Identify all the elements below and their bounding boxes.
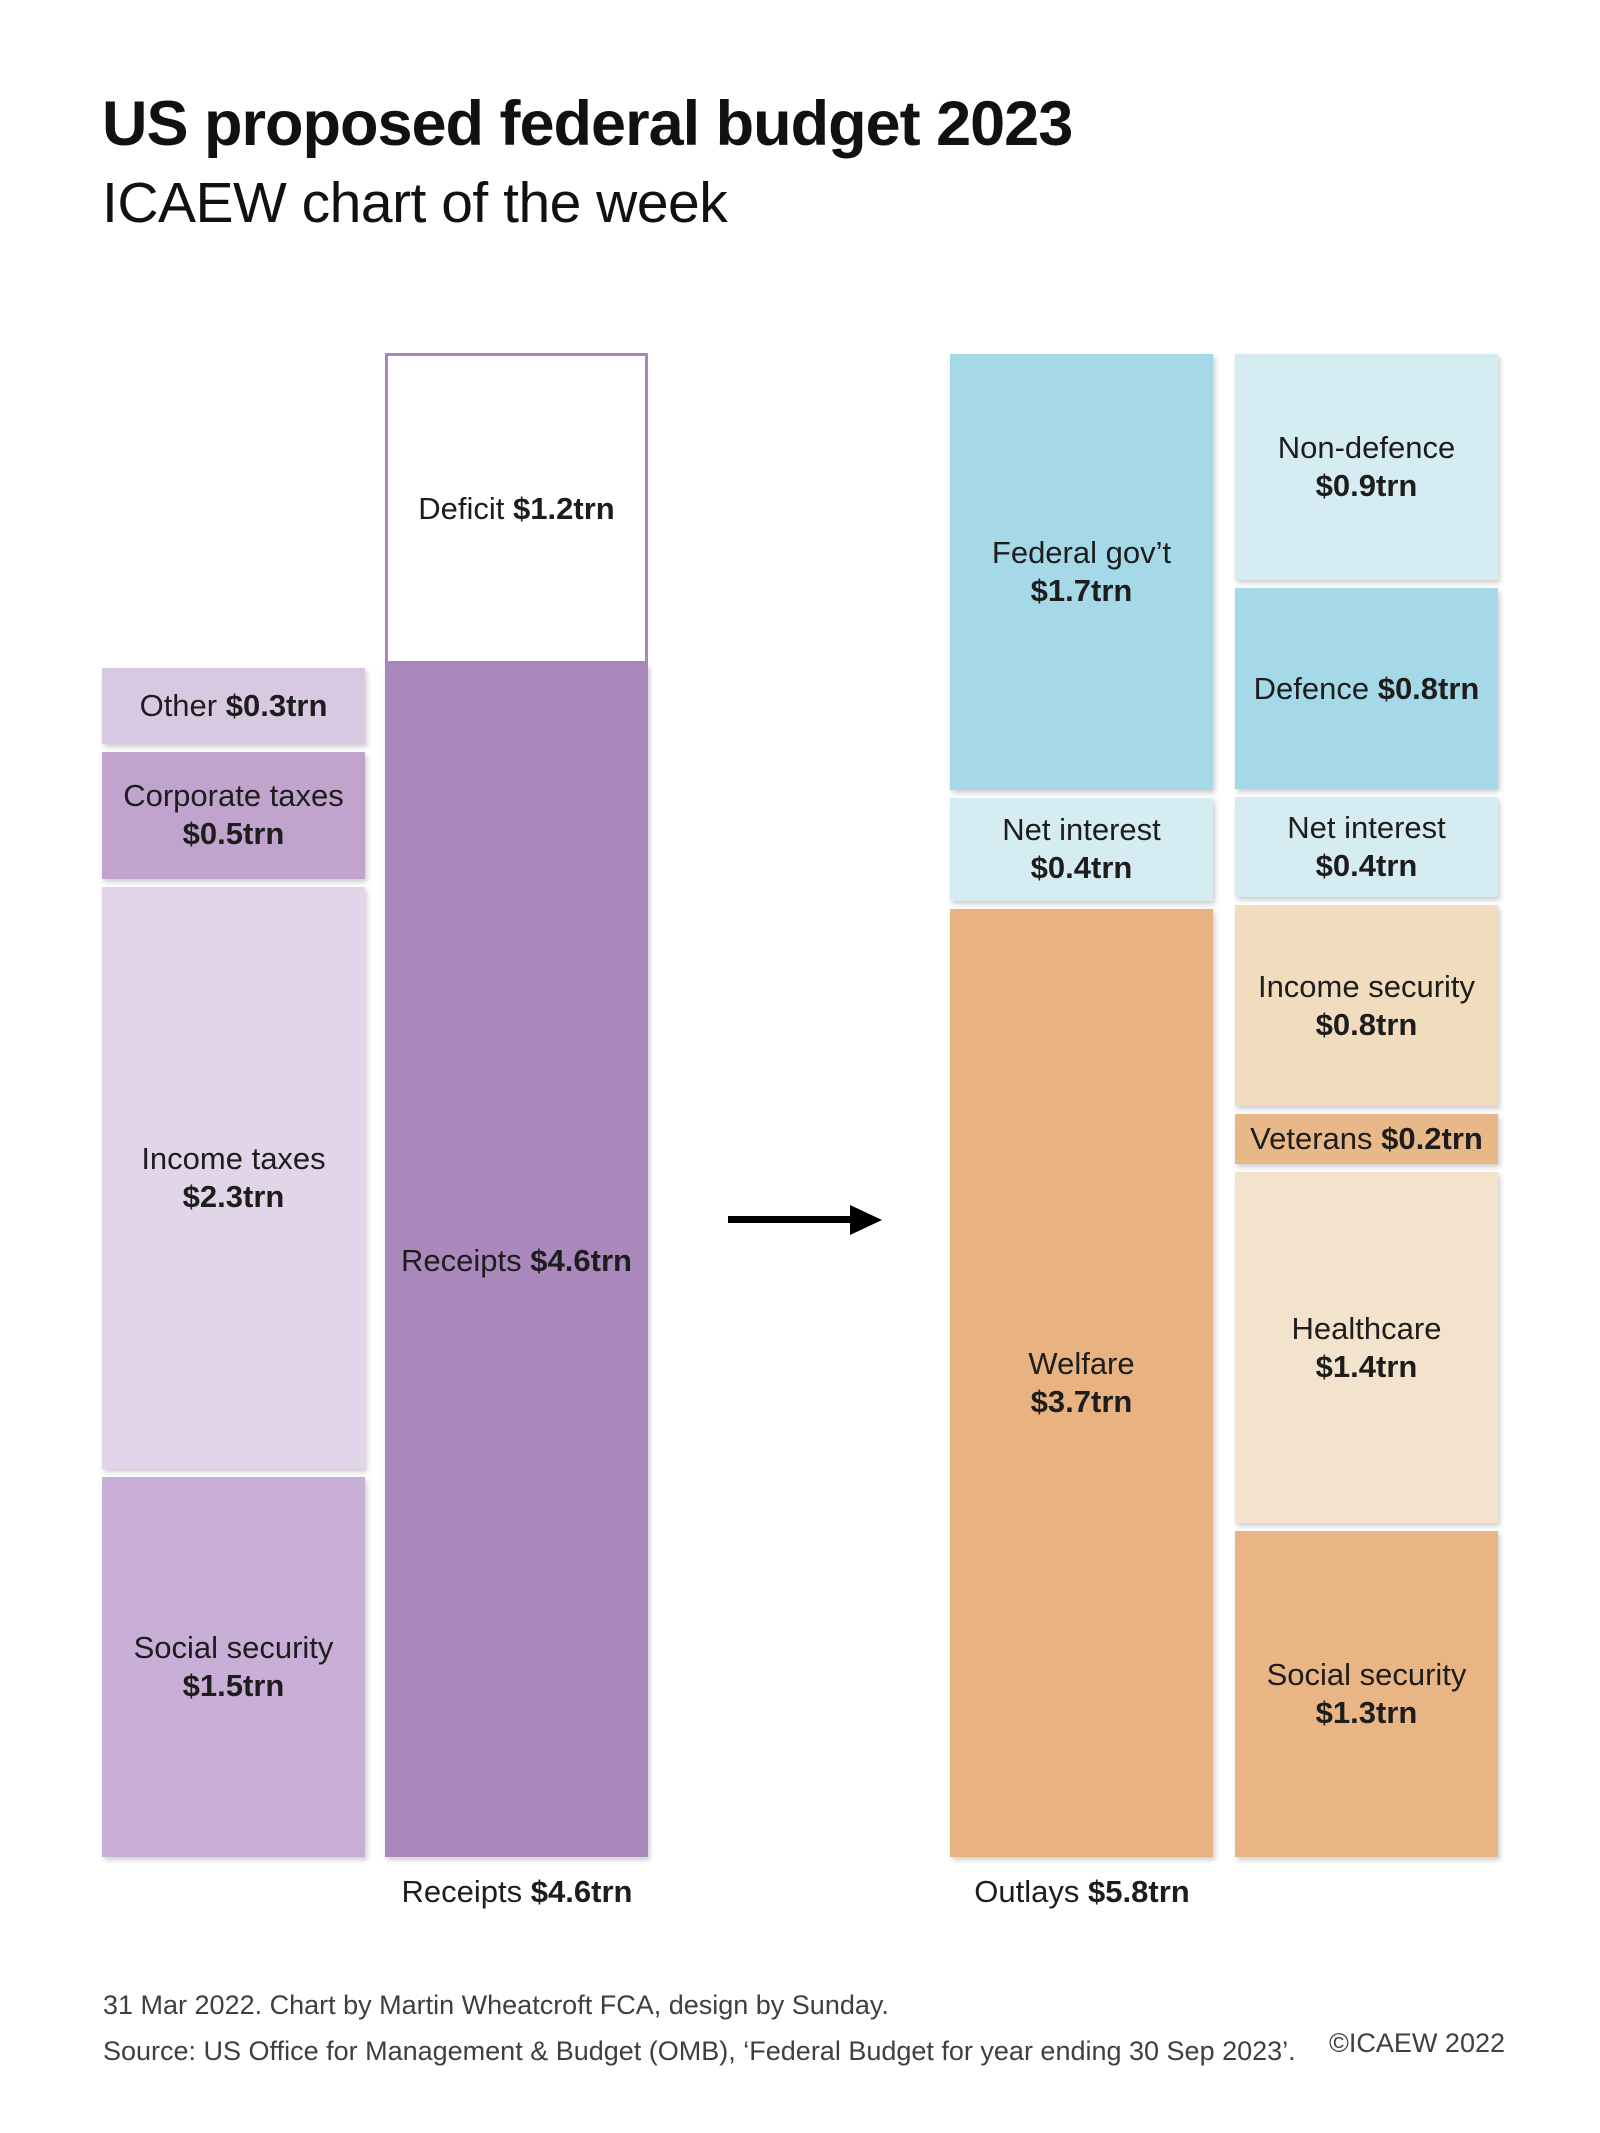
bar-segment-income-security: Income security$0.8trn: [1235, 905, 1498, 1106]
segment-label: Income security$0.8trn: [1257, 968, 1476, 1042]
receipts-total-label: Receipts $4.6trn: [347, 1874, 687, 1910]
flow-arrow-head-icon: [850, 1205, 882, 1235]
copyright-notice: ©ICAEW 2022: [1329, 2028, 1505, 2058]
bar-segment-welfare: Welfare$3.7trn: [950, 908, 1213, 1857]
bar-segment-deficit: Deficit $1.2trn: [385, 353, 648, 664]
segment-label: Non-defence$0.9trn: [1277, 430, 1456, 503]
segment-label: Healthcare$1.4trn: [1291, 1310, 1442, 1384]
segment-label: Receipts $4.6trn: [401, 1242, 632, 1278]
footer: 31 Mar 2022. Chart by Martin Wheatcroft …: [103, 1982, 1296, 2074]
segment-label: Defence $0.8trn: [1253, 670, 1480, 706]
bar-segment-social-security: Social security$1.5trn: [102, 1477, 365, 1857]
segment-label: Other $0.3trn: [139, 687, 328, 723]
segment-label: Deficit $1.2trn: [418, 490, 615, 526]
segment-label: Federal gov’t$1.7trn: [991, 534, 1172, 608]
page-title: US proposed federal budget 2023: [102, 89, 1073, 159]
bar-segment-corporate-taxes: Corporate taxes$0.5trn: [102, 751, 365, 879]
receipts-total-name: Receipts: [401, 1874, 523, 1909]
bar-segment-other: Other $0.3trn: [102, 668, 365, 744]
segment-label: Social security$1.5trn: [133, 1630, 334, 1704]
outlays-total-label: Outlays $5.8trn: [912, 1874, 1252, 1910]
bar-segment-veterans: Veterans $0.2trn: [1235, 1114, 1498, 1164]
bar-segment-healthcare: Healthcare$1.4trn: [1235, 1172, 1498, 1523]
segment-label: Net interest$0.4trn: [1002, 812, 1161, 886]
bar-segment-net-interest: Net interest$0.4trn: [950, 797, 1213, 901]
segment-label: Income taxes$2.3trn: [141, 1141, 326, 1215]
segment-label: Welfare$3.7trn: [1028, 1345, 1135, 1419]
receipts-total-value: $4.6trn: [530, 1874, 633, 1909]
bar-segment-receipts: Receipts $4.6trn: [385, 664, 648, 1857]
segment-label: Social security$1.3trn: [1266, 1657, 1467, 1730]
outlays-total-name: Outlays: [974, 1874, 1080, 1909]
outlays-total-value: $5.8trn: [1088, 1874, 1190, 1909]
footer-source-line: Source: US Office for Management & Budge…: [103, 2036, 1296, 2066]
bar-segment-defence: Defence $0.8trn: [1235, 588, 1498, 789]
page-subtitle: ICAEW chart of the week: [102, 171, 728, 235]
flow-arrow: [728, 1216, 852, 1223]
segment-label: Corporate taxes$0.5trn: [123, 778, 344, 852]
bar-segment-income-taxes: Income taxes$2.3trn: [102, 886, 365, 1470]
bar-segment-social-security: Social security$1.3trn: [1235, 1531, 1498, 1857]
bar-segment-federal-gov-t: Federal gov’t$1.7trn: [950, 354, 1213, 790]
segment-label: Net interest$0.4trn: [1287, 810, 1446, 883]
bar-segment-net-interest: Net interest$0.4trn: [1235, 797, 1498, 897]
bar-segment-non-defence: Non-defence$0.9trn: [1235, 354, 1498, 580]
segment-label: Veterans $0.2trn: [1250, 1121, 1483, 1156]
footer-credit-line: 31 Mar 2022. Chart by Martin Wheatcroft …: [103, 1990, 889, 2020]
